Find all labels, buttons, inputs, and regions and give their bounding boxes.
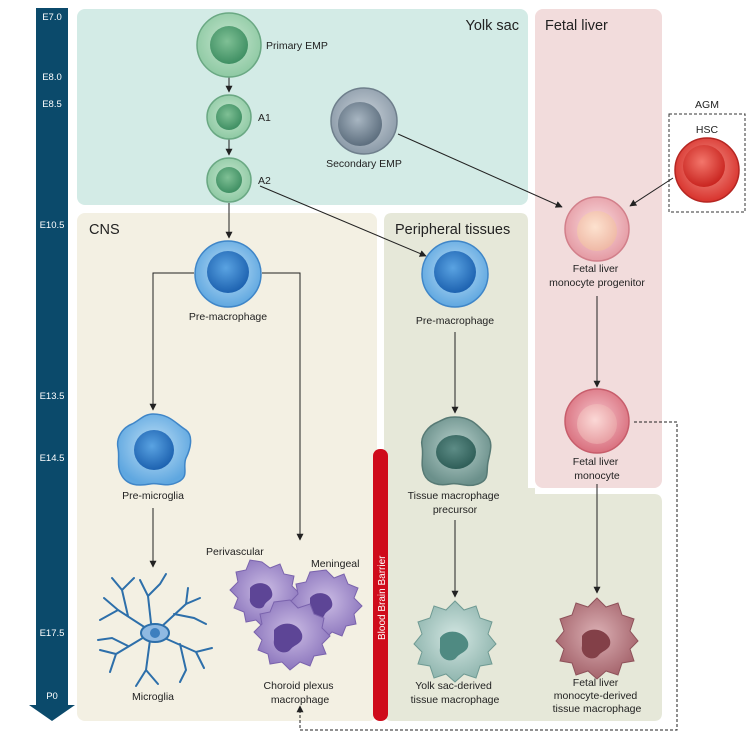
tissue-precursor-label-line1: Tissue macrophage bbox=[408, 490, 500, 502]
primary-emp-cell bbox=[196, 12, 262, 78]
tissue-precursor-label-line2: precursor bbox=[433, 504, 478, 516]
fl-monocyte-cell bbox=[564, 388, 630, 454]
ys-tissue-macrophage-label-line2: tissue macrophage bbox=[411, 694, 500, 706]
choroid-plexus-label-line2: macrophage bbox=[271, 694, 330, 706]
timeline-labels: E7.0 E8.0 E8.5 E10.5 E13.5 E14.5 E17.5 P… bbox=[40, 12, 65, 702]
arrow-premac-premicroglia bbox=[149, 272, 194, 411]
cns-premacrophage-cell bbox=[194, 240, 262, 308]
a2-cell bbox=[206, 157, 252, 203]
stage-p0: P0 bbox=[46, 691, 58, 702]
a2-label: A2 bbox=[258, 175, 271, 187]
meningeal-label: Meningeal bbox=[311, 558, 359, 570]
fl-progenitor-cell bbox=[564, 196, 630, 262]
yolk-sac-title: Yolk sac bbox=[466, 18, 519, 34]
cns-premacrophage-label: Pre-macrophage bbox=[189, 311, 267, 323]
arrow-secemp-flprog bbox=[397, 133, 563, 208]
premicroglia-cell bbox=[116, 413, 192, 486]
cns-title: CNS bbox=[89, 222, 120, 238]
peripheral-title: Peripheral tissues bbox=[395, 222, 510, 238]
fl-progenitor-label-line2: monocyte progenitor bbox=[549, 277, 645, 289]
arrow-hsc-flprog bbox=[629, 177, 674, 207]
fl-progenitor-label: Fetal liver monocyte progenitor bbox=[549, 263, 645, 289]
fl-progenitor-label-line1: Fetal liver bbox=[573, 263, 619, 275]
choroid-plexus-cell bbox=[253, 599, 331, 671]
premicroglia-label: Pre-microglia bbox=[122, 490, 184, 502]
stage-e13-5: E13.5 bbox=[40, 391, 65, 402]
fl-monocyte-label: Fetal liver monocyte bbox=[573, 456, 621, 482]
stage-e17-5: E17.5 bbox=[40, 628, 65, 639]
hsc-cell bbox=[674, 137, 740, 203]
fl-monocyte-label-line1: Fetal liver bbox=[573, 456, 619, 468]
stage-e10-5: E10.5 bbox=[40, 220, 65, 231]
a1-label: A1 bbox=[258, 112, 271, 124]
choroid-plexus-label: Choroid plexus macrophage bbox=[264, 680, 337, 706]
ys-tissue-macrophage-cell bbox=[413, 600, 497, 683]
arrow-flmono-choroid bbox=[296, 421, 678, 731]
a1-cell bbox=[206, 94, 252, 140]
lineage-arrows bbox=[149, 77, 678, 731]
secondary-emp-label: Secondary EMP bbox=[326, 158, 402, 170]
primary-emp-label: Primary EMP bbox=[266, 40, 328, 52]
stage-e8-0: E8.0 bbox=[42, 72, 62, 83]
stage-e14-5: E14.5 bbox=[40, 453, 65, 464]
perivascular-label: Perivascular bbox=[206, 546, 264, 558]
timeline-arrow bbox=[29, 8, 75, 721]
agm-box bbox=[668, 113, 746, 213]
stage-e8-5: E8.5 bbox=[42, 99, 62, 110]
fl-tissue-macrophage-label: Fetal liver monocyte-derived tissue macr… bbox=[553, 677, 642, 715]
fl-tissue-macrophage-label-line3: tissue macrophage bbox=[553, 703, 642, 715]
pt-premacrophage-cell bbox=[421, 240, 489, 308]
arrow-a2-pt-premac bbox=[259, 185, 427, 257]
agm-label: AGM bbox=[695, 99, 719, 111]
yolk-sac-panel bbox=[77, 9, 528, 205]
blood-brain-barrier bbox=[373, 449, 388, 721]
secondary-emp-cell bbox=[330, 87, 398, 155]
stage-e7-0: E7.0 bbox=[42, 12, 62, 23]
pt-premacrophage-label: Pre-macrophage bbox=[416, 315, 494, 327]
hsc-label: HSC bbox=[696, 124, 719, 136]
fl-monocyte-label-line2: monocyte bbox=[574, 470, 620, 482]
microglia-label: Microglia bbox=[132, 691, 174, 703]
choroid-plexus-label-line1: Choroid plexus bbox=[264, 680, 334, 692]
fl-tissue-macrophage-label-line2: monocyte-derived bbox=[554, 690, 638, 702]
fl-tissue-macrophage-cell bbox=[555, 597, 639, 680]
fetal-liver-title: Fetal liver bbox=[545, 18, 608, 34]
fl-tissue-macrophage-label-line1: Fetal liver bbox=[573, 677, 619, 689]
arrow-premac-bam bbox=[262, 272, 304, 541]
tissue-precursor-label: Tissue macrophage precursor bbox=[408, 490, 503, 516]
ys-tissue-macrophage-label: Yolk sac-derived tissue macrophage bbox=[411, 680, 500, 706]
tissue-precursor-cell bbox=[420, 416, 492, 487]
microglia-cell bbox=[97, 573, 213, 687]
bbb-label: Blood Brain Barrier bbox=[377, 555, 388, 640]
ys-tissue-macrophage-label-line1: Yolk sac-derived bbox=[415, 680, 492, 692]
